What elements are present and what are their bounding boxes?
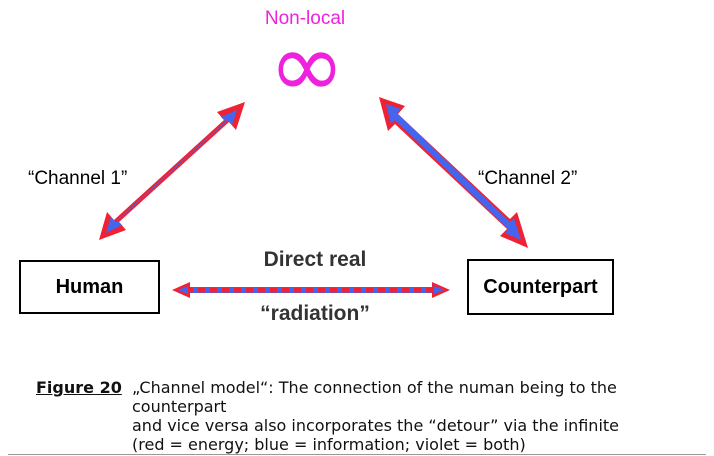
caption-line1: „Channel model“: The connection of the n… [132, 378, 617, 416]
human-label: Human [55, 275, 124, 298]
channel2-label: “Channel 2” [478, 168, 578, 189]
figure-label: Figure 20 [36, 378, 122, 397]
channel1-arrow [99, 102, 245, 240]
bottom-divider [8, 454, 706, 455]
counterpart-node: Counterpart [467, 259, 614, 315]
direct-label: Direct real [263, 248, 367, 271]
direct-radiation-arrow [172, 282, 450, 298]
figure-caption: Figure 20 „Channel model“: The connectio… [36, 378, 706, 454]
radiation-label: “radiation” [260, 302, 370, 325]
caption-line3: (red = energy; blue = information; viole… [132, 435, 526, 454]
caption-line2: and vice versa also incorporates the “de… [132, 416, 619, 435]
channel2-arrow [379, 97, 528, 248]
channel1-label: “Channel 1” [28, 168, 128, 189]
counterpart-label: Counterpart [483, 275, 598, 298]
infinity-symbol: ∞ [268, 12, 346, 119]
human-node: Human [19, 260, 160, 314]
nonlocal-label: Non-local [264, 8, 346, 29]
